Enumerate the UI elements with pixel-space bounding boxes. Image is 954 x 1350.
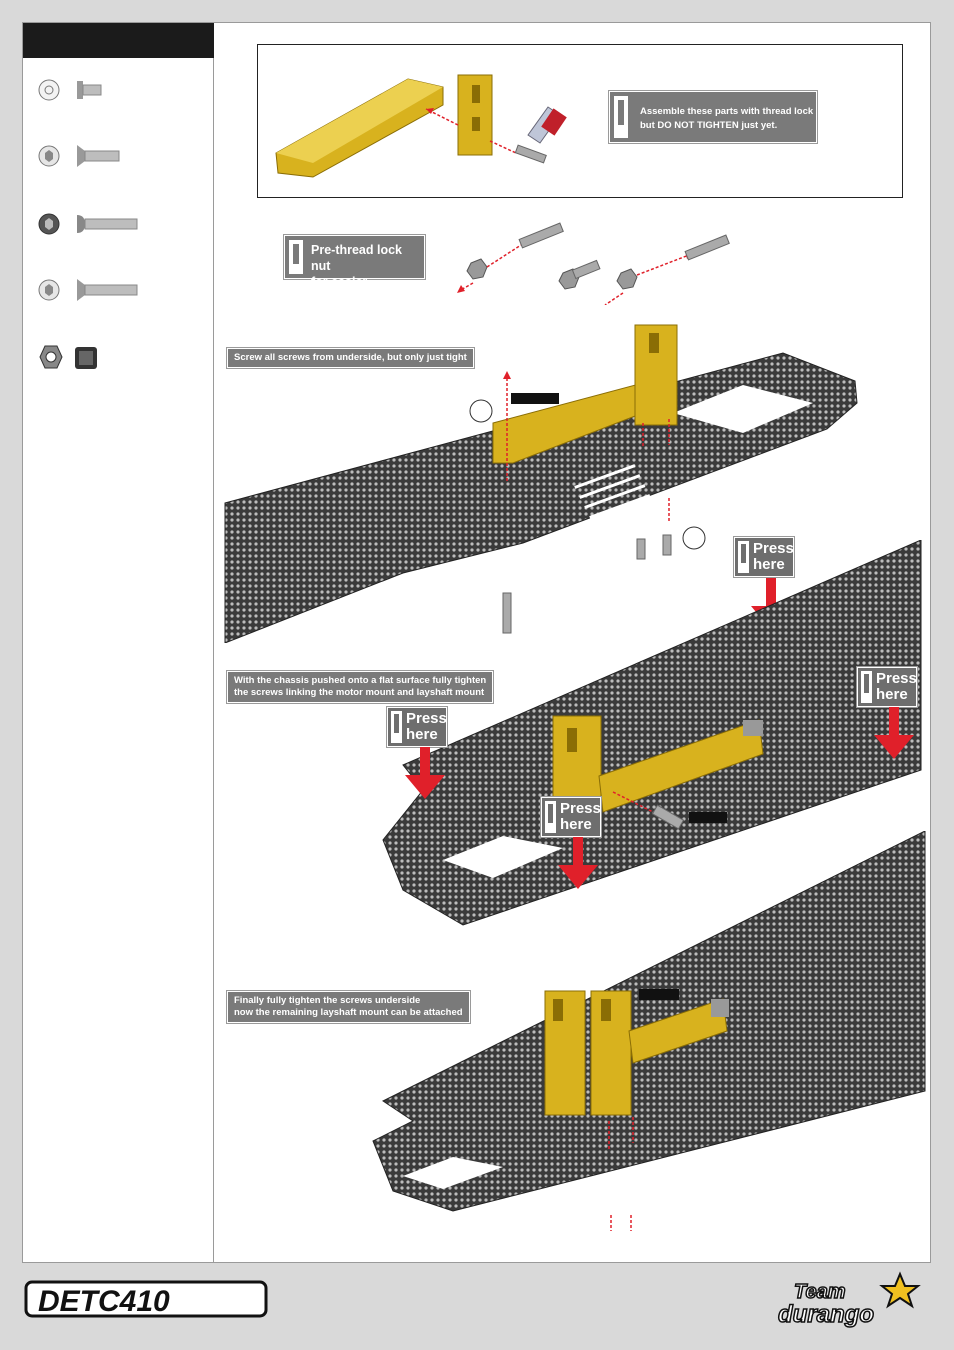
durango-text: durango bbox=[778, 1301, 874, 1328]
team-text: Team bbox=[794, 1281, 846, 1303]
parts-sidebar bbox=[23, 23, 214, 1262]
instruction-page: Assemble these parts with thread lock bu… bbox=[22, 22, 931, 1263]
button-head-screw-icon bbox=[38, 213, 138, 235]
chassis-step-underside bbox=[224, 324, 858, 643]
final-note-line2: now the remaining layshaft mount can be … bbox=[234, 1007, 463, 1018]
chassis-step-final bbox=[372, 831, 926, 1231]
flat-surface-note: With the chassis pushed onto a flat surf… bbox=[227, 671, 494, 703]
press-arrow-4 bbox=[558, 837, 598, 889]
detc410-logo: DETC410 bbox=[24, 1278, 269, 1324]
thread-lock-note-line1: Assemble these parts with thread lock bbox=[640, 106, 814, 117]
locknut-prethread-illustration bbox=[457, 222, 730, 305]
prethread-note-line2: for easier assembly bbox=[311, 275, 368, 305]
subassembly-box: Assemble these parts with thread lock bu… bbox=[257, 44, 903, 198]
parts-header bbox=[23, 23, 214, 58]
thread-lock-note-line2: but DO NOT TIGHTEN just yet. bbox=[640, 120, 778, 131]
press-arrow-2 bbox=[405, 747, 445, 799]
detc410-logo-text: DETC410 bbox=[38, 1285, 170, 1318]
detc410-logo-graphic: DETC410 bbox=[24, 1280, 268, 1318]
countersunk-screw-icon bbox=[38, 145, 120, 167]
prethread-note: Pre-thread lock nut for easier assembly bbox=[284, 235, 425, 305]
flat-surface-note-line1: With the chassis pushed onto a flat surf… bbox=[234, 675, 487, 686]
lock-nut-icon bbox=[39, 345, 97, 369]
team-durango-logo-graphic: Team durango bbox=[777, 1271, 921, 1329]
flat-head-screw-icon bbox=[38, 79, 102, 101]
long-screw-icon bbox=[38, 279, 138, 301]
underside-note: Screw all screws from underside, but onl… bbox=[227, 348, 474, 368]
press-arrow-3 bbox=[874, 707, 914, 759]
flat-surface-note-line2: the screws linking the motor mount and l… bbox=[234, 687, 485, 698]
prethread-note-line1: Pre-thread lock nut bbox=[311, 243, 403, 273]
final-note: Finally fully tighten the screws undersi… bbox=[227, 991, 470, 1023]
final-note-line1: Finally fully tighten the screws undersi… bbox=[234, 995, 421, 1006]
team-durango-logo: Team durango bbox=[772, 1268, 932, 1336]
thread-lock-bottle-icon bbox=[527, 106, 567, 144]
subassembly-illustration bbox=[275, 74, 567, 178]
thread-lock-note: Assemble these parts with thread lock bu… bbox=[609, 91, 817, 143]
